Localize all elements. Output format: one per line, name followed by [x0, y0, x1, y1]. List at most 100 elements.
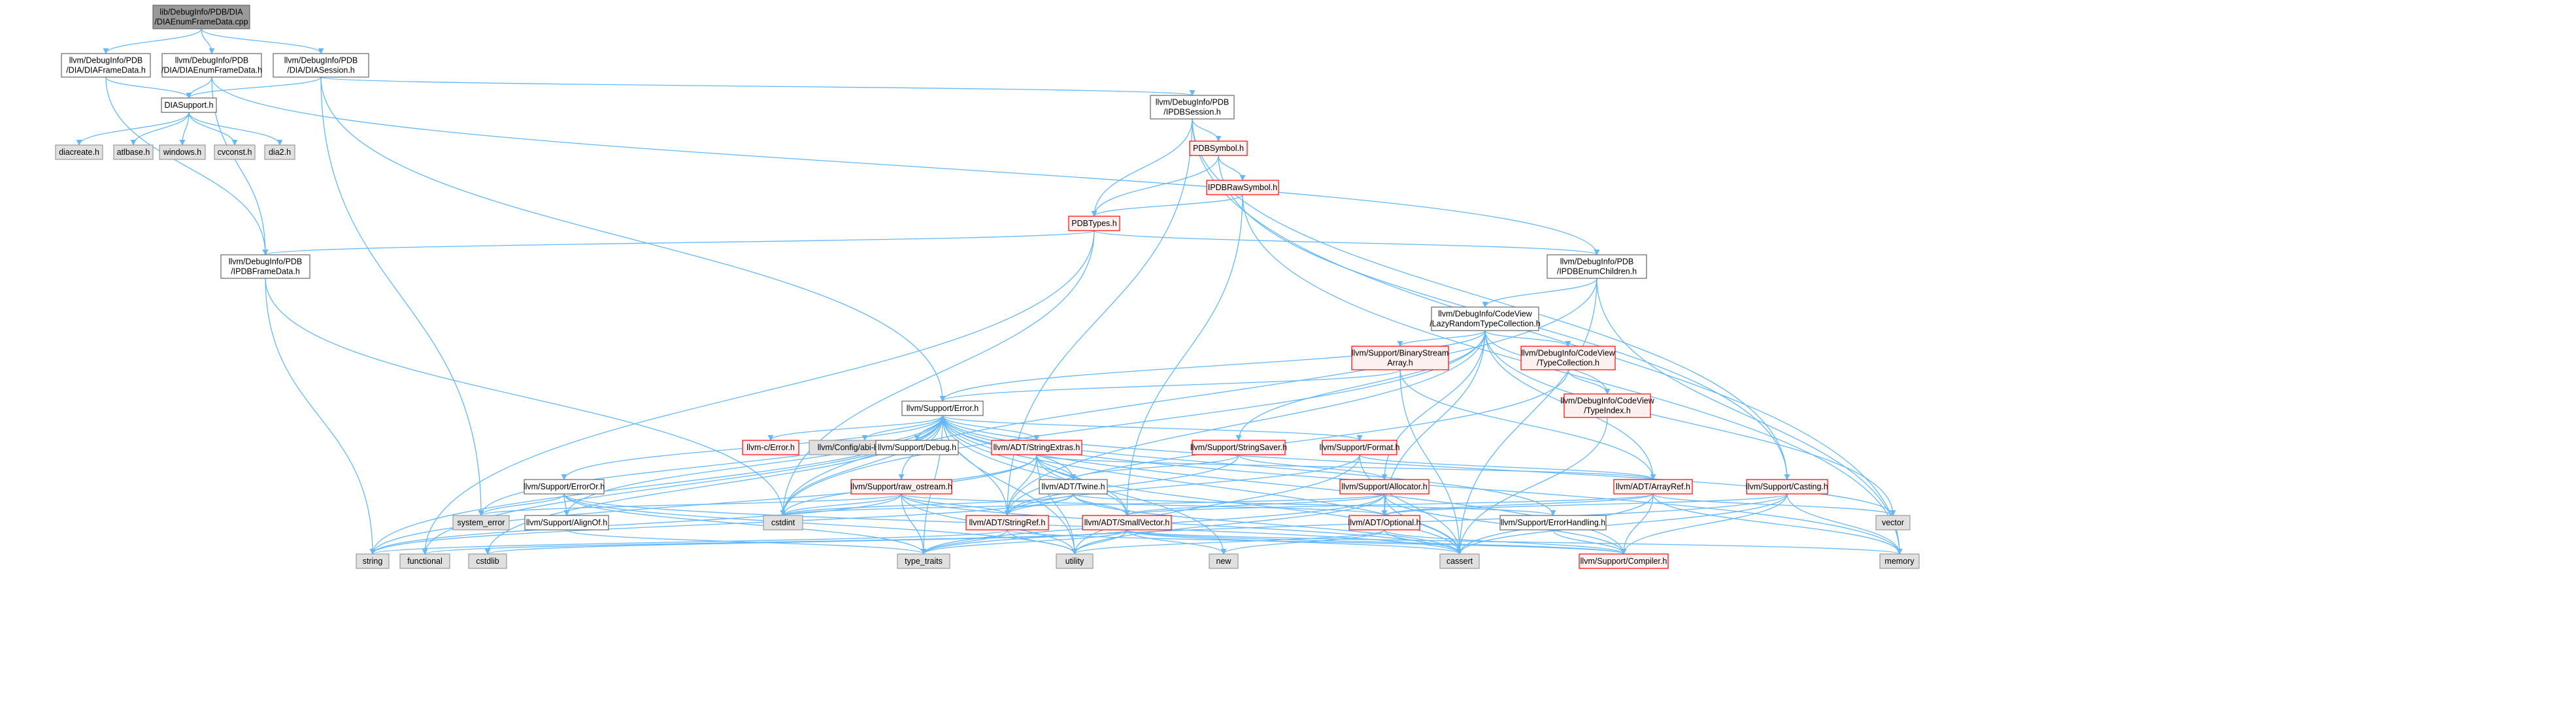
header-node-ipdbenumchildren[interactable]: llvm/DebugInfo/PDB/IPDBEnumChildren.h — [1547, 254, 1647, 279]
node-box — [1579, 553, 1669, 569]
node-label: llvm/Support/raw_ostream.h — [850, 482, 952, 491]
header-node-pdbtypes[interactable]: PDBTypes.h — [1068, 216, 1120, 231]
dependency-edge-allocator-to-smallvector — [1124, 493, 1385, 516]
node-label: llvm/Support/Casting.h — [1746, 482, 1828, 491]
node-box — [1068, 216, 1120, 231]
node-label: llvm/DebugInfo/PDB — [284, 56, 358, 65]
node-label: cstdint — [771, 518, 795, 527]
dependency-edge-optional-to-utility — [1071, 529, 1385, 555]
header-node-stringsaver[interactable]: llvm/Support/StringSaver.h — [1190, 440, 1287, 455]
header-node-diasession[interactable]: llvm/DebugInfo/PDB/DIA/DIASession.h — [273, 53, 369, 78]
node-label: llvm/Support/ErrorOr.h — [524, 482, 605, 491]
node-box — [1322, 440, 1397, 455]
node-box — [468, 553, 507, 569]
dependency-edge-error-to-stringref — [942, 415, 1011, 516]
node-label: string — [363, 557, 383, 566]
dependency-edge-typecollection-to-typeindex — [1567, 369, 1611, 395]
header-node-diaenumframedata[interactable]: llvm/DebugInfo/PDB/DIA/DIAEnumFrameData.… — [161, 53, 262, 78]
node-box — [965, 515, 1049, 530]
dependency-edge-lazyrandom-to-vector — [1484, 330, 1896, 516]
node-box — [1209, 553, 1239, 569]
header-node-ipdbrawsymbol[interactable]: IPDBRawSymbol.h — [1206, 180, 1279, 195]
dependency-edge-rawostream-to-string — [369, 493, 902, 555]
dependency-edge-casting-to-optional — [1381, 493, 1788, 516]
node-label: /TypeCollection.h — [1537, 359, 1599, 368]
header-node-smallvector[interactable]: llvm/ADT/SmallVector.h — [1082, 515, 1172, 530]
header-node-dia2: dia2.h — [264, 144, 295, 160]
header-node-stringextras[interactable]: llvm/ADT/StringExtras.h — [991, 440, 1082, 455]
header-node-ipdbframedata[interactable]: llvm/DebugInfo/PDB/IPDBFrameData.h — [220, 254, 310, 279]
header-node-error[interactable]: llvm/Support/Error.h — [901, 400, 984, 416]
node-label: windows.h — [163, 148, 201, 157]
dependency-edge-diasupport-to-cvconst — [188, 112, 238, 146]
header-node-pdbsymbol[interactable]: PDBSymbol.h — [1189, 140, 1248, 156]
header-node-diaframedata[interactable]: llvm/DebugInfo/PDB/DIA/DIAFrameData.h — [61, 53, 151, 78]
header-node-stringref[interactable]: llvm/ADT/StringRef.h — [965, 515, 1049, 530]
dependency-edge-smallvector-to-compiler — [1126, 529, 1627, 555]
dependency-edge-error-to-llvmc_error — [767, 415, 943, 441]
header-node-cvconst: cvconst.h — [214, 144, 256, 160]
node-label: new — [1216, 557, 1232, 566]
header-node-llvmc_error[interactable]: llvm-c/Error.h — [742, 440, 799, 455]
header-node-arrayref[interactable]: llvm/ADT/ArrayRef.h — [1613, 479, 1693, 495]
header-node-optional[interactable]: llvm/ADT/Optional.h — [1348, 515, 1421, 530]
node-label: llvm/DebugInfo/PDB — [1560, 257, 1634, 267]
dependency-edge-diasession-to-systemerror — [320, 76, 484, 516]
header-node-errorhandling[interactable]: llvm/Support/ErrorHandling.h — [1499, 515, 1607, 530]
dependency-edge-smallvector-to-cassert — [1126, 529, 1463, 555]
node-box — [1879, 553, 1920, 569]
node-label: /DIA/DIAFrameData.h — [66, 66, 146, 75]
node-box — [1192, 440, 1286, 455]
dependency-edge-ipdbenumchildren-to-lazyrandom — [1482, 278, 1597, 308]
dependency-edge-ipdbrawsymbol-to-smallvector — [1124, 194, 1243, 516]
dependency-edge-binarystreamarray-to-cassert — [1399, 369, 1463, 555]
header-node-debug[interactable]: llvm/Support/Debug.h — [875, 440, 959, 455]
node-box — [742, 440, 799, 455]
header-node-compiler[interactable]: llvm/Support/Compiler.h — [1579, 553, 1669, 569]
header-node-rawostream[interactable]: llvm/Support/raw_ostream.h — [850, 479, 952, 495]
header-node-erroror[interactable]: llvm/Support/ErrorOr.h — [524, 479, 605, 495]
node-label: PDBSymbol.h — [1193, 144, 1244, 153]
dependency-edge-lazyrandom-to-error — [939, 330, 1486, 402]
header-node-typecollection[interactable]: llvm/DebugInfo/CodeView/TypeCollection.h — [1520, 346, 1616, 370]
node-box — [1082, 515, 1172, 530]
dependency-edge-ipdbenumchildren-to-cstdint — [780, 278, 1597, 516]
node-box — [1520, 346, 1616, 370]
dependency-edge-binarystreamarray-to-error — [939, 369, 1401, 402]
node-label: /DIA/DIASession.h — [287, 66, 355, 75]
header-node-systemerror: system_error — [452, 515, 510, 530]
header-node-utility: utility — [1056, 553, 1094, 569]
node-label: vector — [1882, 518, 1904, 527]
dependency-edge-twine-to-cstdint — [780, 493, 1074, 516]
header-node-format[interactable]: llvm/Support/Format.h — [1320, 440, 1400, 455]
node-box — [1039, 479, 1108, 495]
dependency-edge-ipdbrawsymbol-to-memory — [1242, 194, 1903, 555]
header-nodes: lib/DebugInfo/PDB/DIA/DIAEnumFrameData.c… — [55, 5, 1920, 569]
node-box — [220, 254, 310, 279]
header-node-lazyrandom[interactable]: llvm/DebugInfo/CodeView/LazyRandomTypeCo… — [1430, 306, 1541, 331]
dependency-edge-typeindex-to-cassert — [1456, 417, 1608, 555]
header-node-typeindex[interactable]: llvm/DebugInfo/CodeView/TypeIndex.h — [1560, 393, 1655, 418]
header-node-casting[interactable]: llvm/Support/Casting.h — [1746, 479, 1828, 495]
dependency-edge-erroror-to-systemerror — [478, 493, 565, 516]
dependency-edge-arrayref-to-smallvector — [1124, 493, 1654, 516]
dependency-edge-casting-to-cassert — [1456, 493, 1788, 555]
dependency-edge-error-to-vector — [942, 415, 1896, 516]
header-node-diacreate: diacreate.h — [55, 144, 103, 160]
header-node-diasupport[interactable]: DIASupport.h — [161, 97, 217, 113]
header-node-alignof[interactable]: llvm/Support/AlignOf.h — [524, 515, 609, 530]
header-node-twine[interactable]: llvm/ADT/Twine.h — [1039, 479, 1108, 495]
dependency-edge-stringsaver-to-stringref — [1004, 454, 1239, 516]
header-node-root[interactable]: lib/DebugInfo/PDB/DIA/DIAEnumFrameData.c… — [152, 5, 250, 29]
dependency-edge-diaenumframedata-to-ipdbenumchildren — [211, 76, 1600, 255]
dependency-edge-optional-to-cassert — [1384, 529, 1463, 555]
node-box — [273, 53, 369, 78]
node-box — [161, 53, 262, 78]
node-box — [1339, 479, 1430, 495]
node-label: llvm/Support/ErrorHandling.h — [1501, 518, 1606, 527]
node-label: /TypeIndex.h — [1584, 406, 1631, 416]
header-node-ipdbsession[interactable]: llvm/DebugInfo/PDB/IPDBSession.h — [1150, 95, 1235, 120]
dependency-edge-errorhandling-to-compiler — [1552, 529, 1627, 555]
header-node-allocator[interactable]: llvm/Support/Allocator.h — [1339, 479, 1430, 495]
